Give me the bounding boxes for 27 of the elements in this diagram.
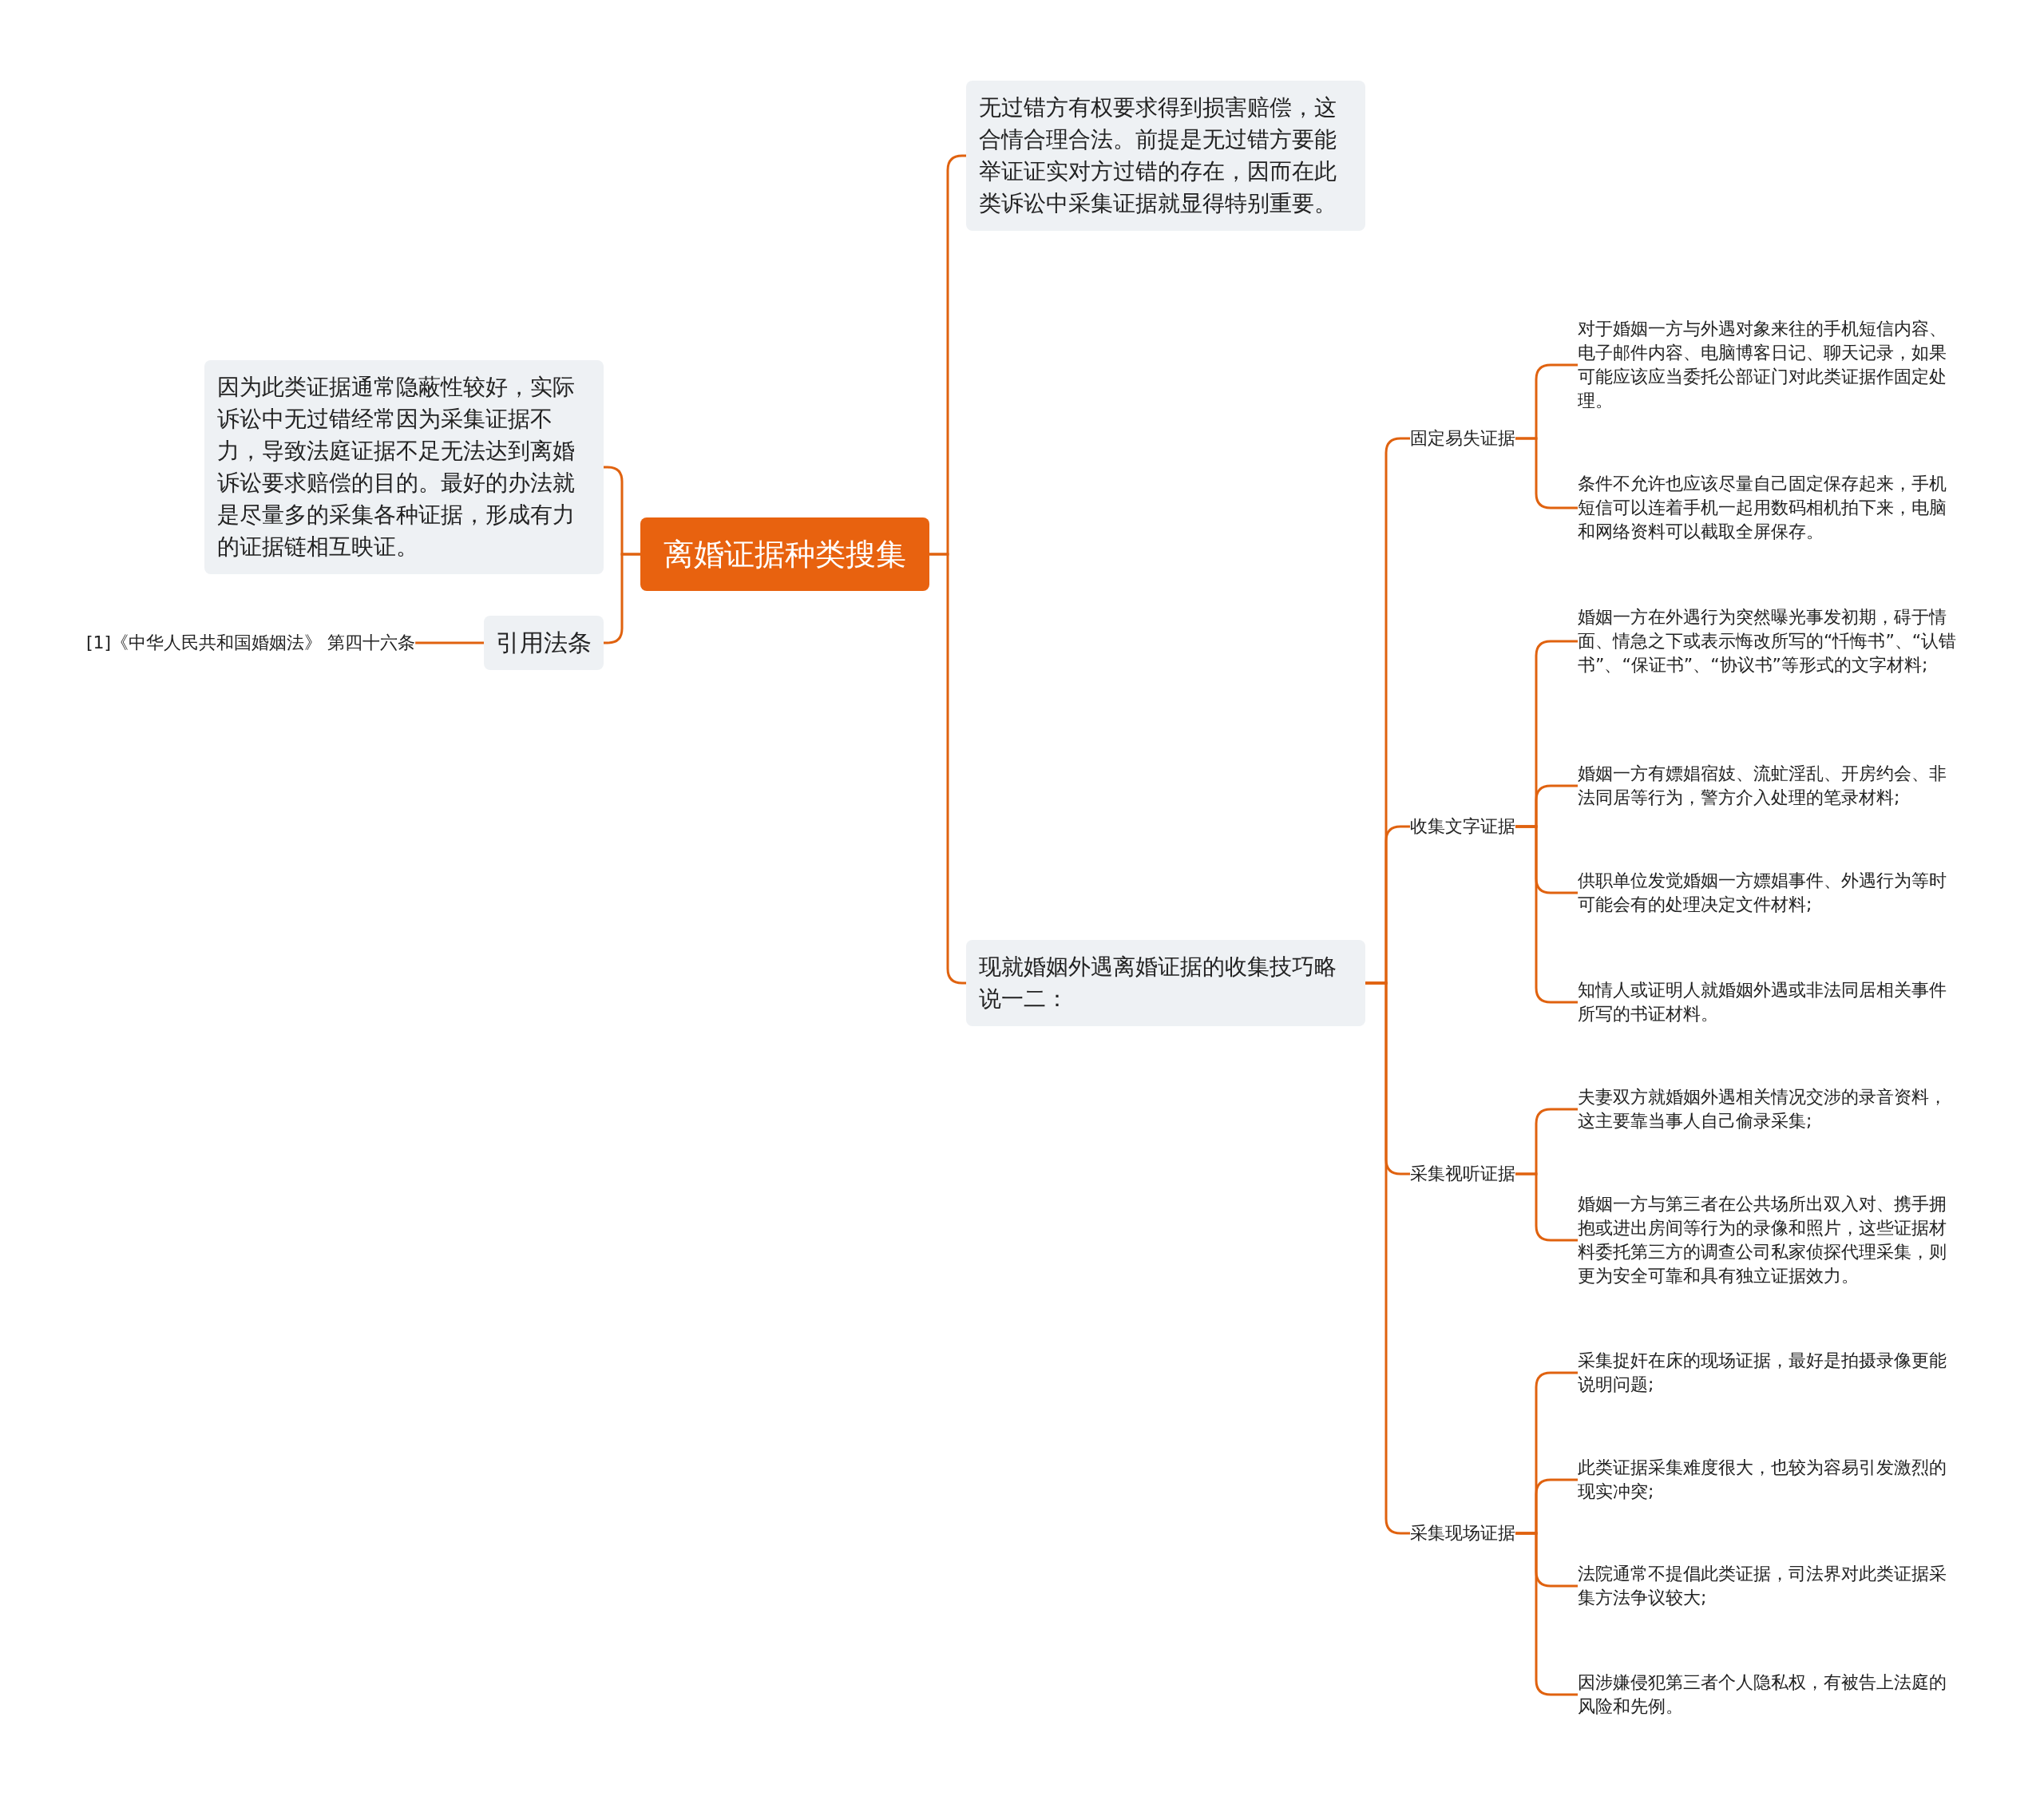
connector-line xyxy=(1515,1172,1578,1242)
leaf-text: 因涉嫌侵犯第三者个人隐私权，有被告上法庭的风险和先例。 xyxy=(1578,1671,1959,1719)
leaf-text: 此类证据采集难度很大，也较为容易引发激烈的现实冲突; xyxy=(1578,1456,1959,1504)
central-topic-box: 离婚证据种类搜集 xyxy=(640,517,929,591)
subtopic-label: 采集视听证据 xyxy=(1410,1162,1515,1186)
leaf-text: 夫妻双方就婚姻外遇相关情况交涉的录音资料，这主要靠当事人自己偷录采集; xyxy=(1578,1085,1959,1133)
leaf-text: 对于婚姻一方与外遇对象来往的手机短信内容、电子邮件内容、电脑博客日记、聊天记录，如果可能应该应当委托公部证门对此类证据作固定处理。 xyxy=(1578,317,1959,413)
subtopic-label: 采集现场证据 xyxy=(1410,1521,1515,1545)
leaf-text: 婚姻一方在外遇行为突然曝光事发初期，碍于情面、情急之下或表示悔改所写的“忏悔书”、“认错书”、“保证书”、“协议书”等形式的文字材料; xyxy=(1578,605,1959,677)
topic-box: 引用法条 xyxy=(484,616,604,670)
connector-line xyxy=(415,641,484,644)
leaf-text: 条件不允许也应该尽量自己固定保存起来，手机短信可以连着手机一起用数码相机拍下来，电脑和网络资料可以截取全屏保存。 xyxy=(1578,472,1959,544)
leaf-text: 法院通常不提倡此类证据，司法界对此类证据采集方法争议较大; xyxy=(1578,1562,1959,1610)
connector-line xyxy=(1515,437,1578,509)
topic-box: 无过错方有权要求得到损害赔偿，这合情合理合法。前提是无过错方要能举证证实对方过错的存在，因而在此类诉讼中采集证据就显得特别重要。 xyxy=(966,81,1365,231)
reference-text: [1]《中华人民共和国婚姻法》 第四十六条 xyxy=(86,631,416,655)
leaf-text: 婚姻一方有嫖娼宿妓、流虻淫乱、开房约会、非法同居等行为，警方介入处理的笔录材料; xyxy=(1578,762,1959,810)
topic-box: 因为此类证据通常隐蔽性较好，实际诉讼中无过错经常因为采集证据不力，导致法庭证据不足无法达到离婚诉讼要求赔偿的目的。最好的办法就是尽量多的采集各种证据，形成有力的证据链相互映证。 xyxy=(204,360,604,574)
leaf-text: 供职单位发觉婚姻一方嫖娼事件、外遇行为等时可能会有的处理决定文件材料; xyxy=(1578,869,1959,917)
connector-line xyxy=(1515,825,1578,1004)
leaf-text: 采集捉奸在床的现场证据，最好是拍摄录像更能说明问题; xyxy=(1578,1349,1959,1397)
topic-box: 现就婚姻外遇离婚证据的收集技巧略说一二： xyxy=(966,940,1365,1026)
leaf-text: 知情人或证明人就婚姻外遇或非法同居相关事件所写的书证材料。 xyxy=(1578,978,1959,1026)
connector-line xyxy=(1515,1532,1578,1696)
leaf-text: 婚姻一方与第三者在公共场所出双入对、携手拥抱或进出房间等行为的录像和照片，这些证据材料委托第三方的调查公司私家侦探代理采集，则更为安全可靠和具有独立证据效力。 xyxy=(1578,1192,1959,1288)
subtopic-label: 收集文字证据 xyxy=(1410,815,1515,839)
subtopic-label: 固定易失证据 xyxy=(1410,426,1515,450)
